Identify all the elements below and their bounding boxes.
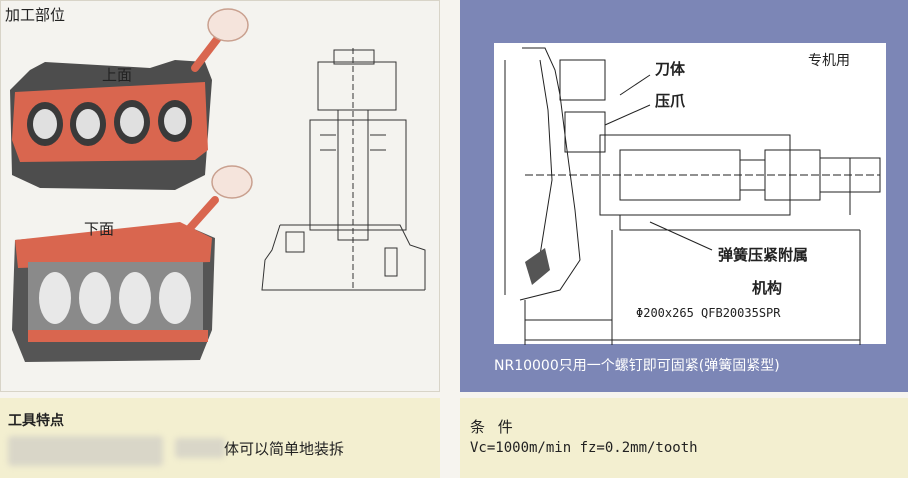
label-top-surface: 上面 bbox=[102, 66, 133, 84]
label-bottom-surface: 下面 bbox=[84, 220, 115, 238]
drawing-caption: NR10000只用一个螺钉即可固紧(弹簧固紧型) bbox=[494, 358, 780, 374]
tool-features-desc: 体可以简单地装拆 bbox=[224, 440, 345, 458]
label-knife-body: 刀体 bbox=[655, 60, 686, 78]
blurred-text-region bbox=[8, 436, 163, 466]
label-special-use: 专机用 bbox=[808, 53, 850, 69]
blurred-text-region bbox=[175, 438, 225, 458]
conditions-box bbox=[460, 398, 908, 478]
engine-block-top bbox=[10, 60, 212, 190]
cutting-parameters: Vc=1000m/min fz=0.2mm/tooth bbox=[470, 440, 698, 456]
hand-pointer-icon-bottom bbox=[186, 165, 253, 232]
label-clamp-claw: 压爪 bbox=[655, 92, 686, 110]
label-spring-mechanism-line1: 弹簧压紧附属 bbox=[718, 246, 809, 264]
section-title-machining-location: 加工部位 bbox=[5, 6, 66, 24]
fixture-drawing bbox=[261, 48, 426, 291]
tool-features-title: 工具特点 bbox=[8, 413, 64, 429]
engine-block-top-image bbox=[10, 8, 426, 362]
conditions-title: 条 件 bbox=[470, 418, 517, 436]
hand-pointer-icon-top bbox=[191, 8, 249, 72]
engine-block-bottom bbox=[12, 222, 215, 362]
cutter-drawing bbox=[504, 47, 881, 345]
label-spring-mechanism-line2: 机构 bbox=[752, 279, 783, 297]
label-dimensions: Φ200x265 QFB20035SPR bbox=[636, 306, 781, 320]
